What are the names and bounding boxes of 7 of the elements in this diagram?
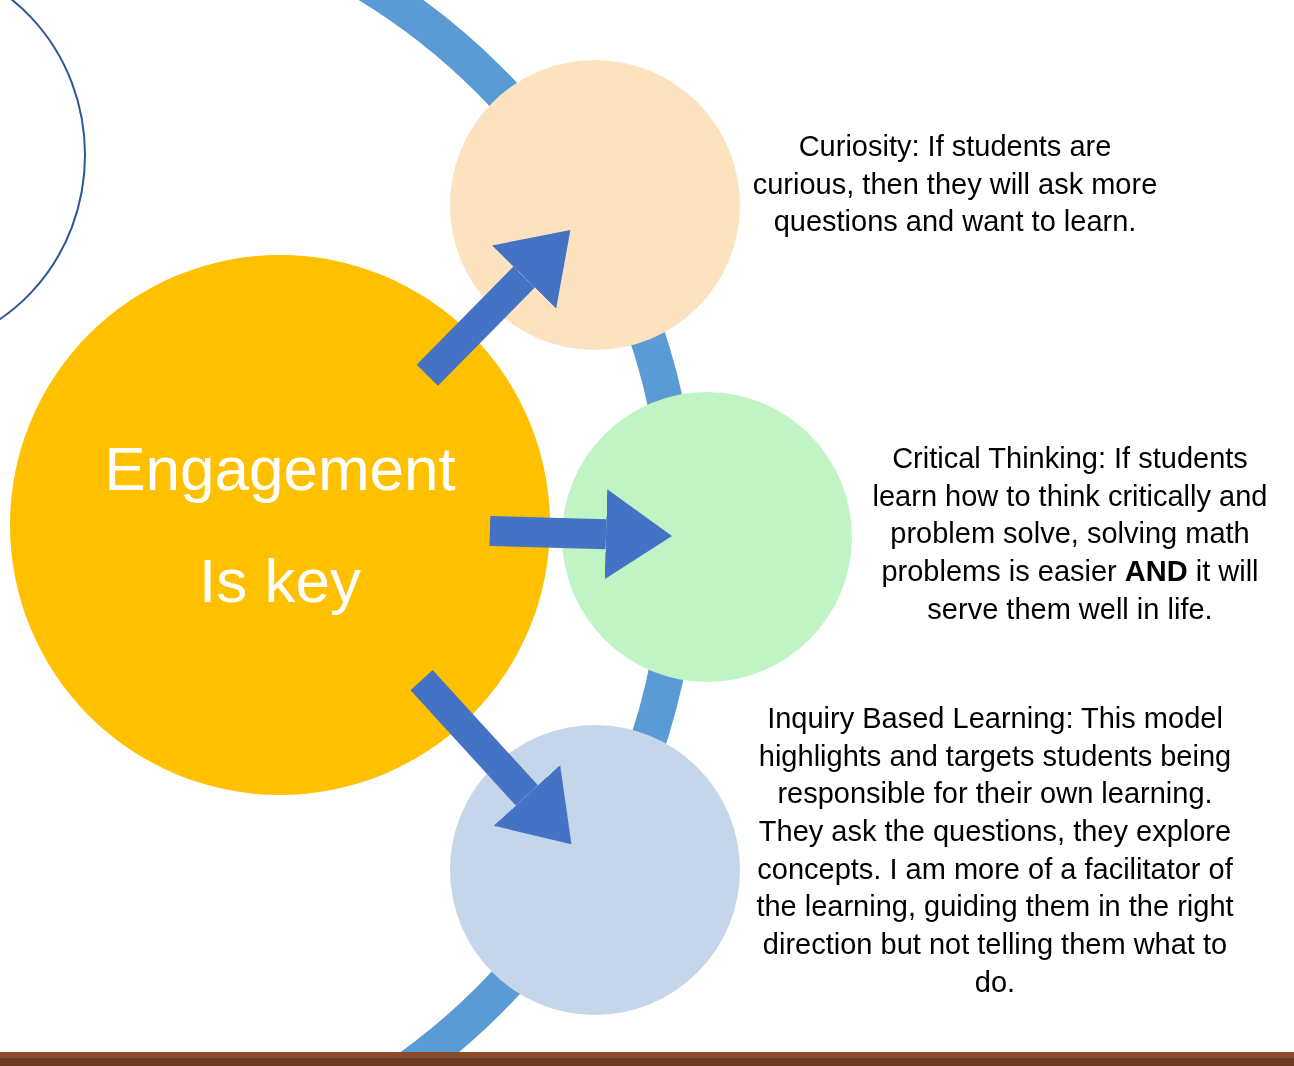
block-arrow <box>489 489 672 580</box>
description-text: Inquiry Based Learning: This model highlights and targets students being responsible for their own learning. They ask the questions, they explore concepts. I am more of a facilitator of the learning, guiding them in the right direction but not telling them what to do. <box>755 701 1235 1000</box>
circle-title: Engagement Is key <box>103 433 457 617</box>
block-arrow <box>410 670 572 845</box>
description-text: Critical Thinking: If students learn how to think critically and problem solve, solving math problems is easier AND it will serve them well in life. <box>871 441 1269 627</box>
description-text: Curiosity: If students are curious, then they will ask more questions and want to learn. <box>751 129 1159 240</box>
block-arrow <box>416 229 571 386</box>
